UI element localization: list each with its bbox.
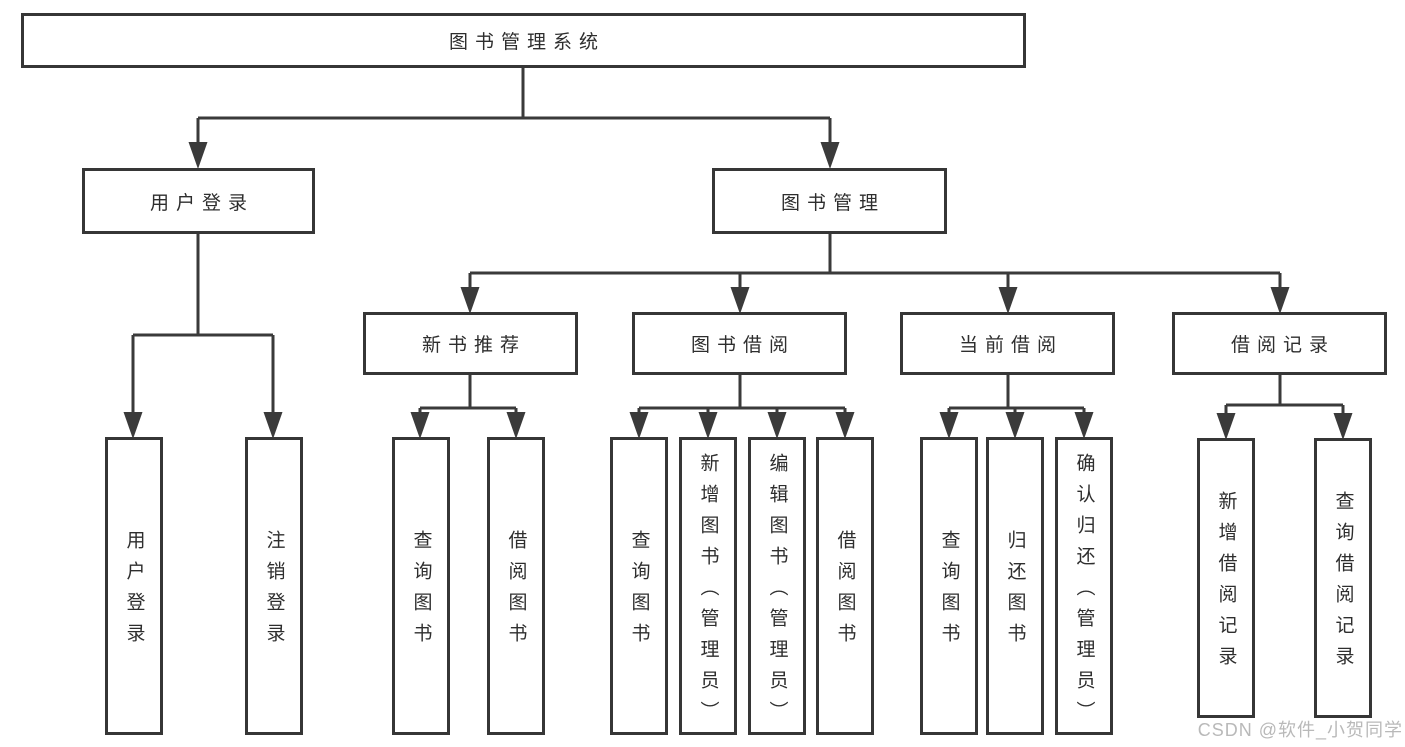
csdn-watermark: CSDN @软件_小贺同学 — [1197, 720, 1403, 740]
node-user-login-label: 用户登录 — [149, 192, 254, 214]
arrowheads — [123, 142, 1353, 440]
node-book-mgmt-label: 图书管理 — [780, 192, 885, 214]
arrowhead — [698, 412, 718, 439]
leaf-add-record-label: 新增借阅记录 — [1215, 491, 1237, 677]
node-book-mgmt: 图书管理 — [712, 168, 947, 234]
arrowhead — [1216, 413, 1236, 440]
node-borrow-records-label: 借阅记录 — [1230, 335, 1335, 356]
connector-book-mgmt-to-children — [468, 234, 1282, 290]
arrowhead — [263, 412, 283, 439]
arrowhead — [1270, 287, 1290, 314]
arrowhead — [939, 412, 959, 439]
leaf-logout-label: 注销登录 — [263, 530, 285, 654]
leaf-query-record-label: 查询借阅记录 — [1332, 491, 1354, 677]
node-current-borrow-label: 当前借阅 — [958, 335, 1063, 356]
leaf-confirm-return-label: 确认归还（管理员） — [1073, 452, 1095, 732]
connector-borrow-records-to-children — [1224, 375, 1345, 418]
leaf-borrow-book-2: 借阅图书 — [816, 437, 874, 735]
node-root-label: 图书管理系统 — [448, 32, 605, 53]
leaf-borrow-book-2-label: 借阅图书 — [834, 530, 856, 654]
leaf-query-book-3-label: 查询图书 — [938, 530, 960, 654]
leaf-user-login-label: 用户登录 — [123, 530, 145, 654]
node-user-login: 用户登录 — [82, 168, 315, 234]
leaf-return-book: 归还图书 — [986, 437, 1044, 735]
node-new-book-rec: 新书推荐 — [363, 312, 578, 375]
leaf-borrow-book-1: 借阅图书 — [487, 437, 545, 735]
leaf-logout: 注销登录 — [245, 437, 303, 735]
leaf-query-book-3: 查询图书 — [920, 437, 978, 735]
node-new-book-rec-label: 新书推荐 — [421, 335, 526, 356]
node-book-borrow-label: 图书借阅 — [690, 335, 795, 356]
leaf-return-book-label: 归还图书 — [1004, 530, 1026, 654]
arrowhead — [1333, 413, 1353, 440]
arrowhead — [1005, 412, 1025, 439]
node-root: 图书管理系统 — [21, 13, 1026, 68]
arrowhead — [188, 142, 208, 169]
arrowhead — [1074, 412, 1094, 439]
leaf-add-record: 新增借阅记录 — [1197, 438, 1255, 718]
connector-book-borrow-to-children — [637, 375, 847, 418]
arrowhead — [123, 412, 143, 439]
leaf-add-book: 新增图书（管理员） — [679, 437, 737, 735]
leaf-add-book-label: 新增图书（管理员） — [697, 452, 719, 732]
arrowhead — [410, 412, 430, 439]
leaf-query-record: 查询借阅记录 — [1314, 438, 1372, 718]
connector-new-book-rec-to-children — [418, 375, 518, 418]
arrowhead — [820, 142, 840, 169]
leaf-borrow-book-1-label: 借阅图书 — [505, 530, 527, 654]
arrowhead — [730, 287, 750, 314]
leaf-query-book-1-label: 查询图书 — [410, 530, 432, 654]
arrowhead — [767, 412, 787, 439]
connector-user-login-to-children — [131, 234, 275, 414]
node-current-borrow: 当前借阅 — [900, 312, 1115, 375]
arrowhead — [460, 287, 480, 314]
leaf-confirm-return: 确认归还（管理员） — [1055, 437, 1113, 735]
leaf-edit-book: 编辑图书（管理员） — [748, 437, 806, 735]
node-borrow-records: 借阅记录 — [1172, 312, 1387, 375]
connector-root-to-branches — [196, 68, 832, 148]
arrowhead — [506, 412, 526, 439]
leaf-query-book-2: 查询图书 — [610, 437, 668, 735]
connector-current-borrow-to-children — [947, 375, 1086, 418]
leaf-query-book-2-label: 查询图书 — [628, 530, 650, 654]
arrowhead — [835, 412, 855, 439]
arrowhead — [998, 287, 1018, 314]
arrowhead — [629, 412, 649, 439]
leaf-query-book-1: 查询图书 — [392, 437, 450, 735]
leaf-edit-book-label: 编辑图书（管理员） — [766, 452, 788, 732]
node-book-borrow: 图书借阅 — [632, 312, 847, 375]
leaf-user-login: 用户登录 — [105, 437, 163, 735]
